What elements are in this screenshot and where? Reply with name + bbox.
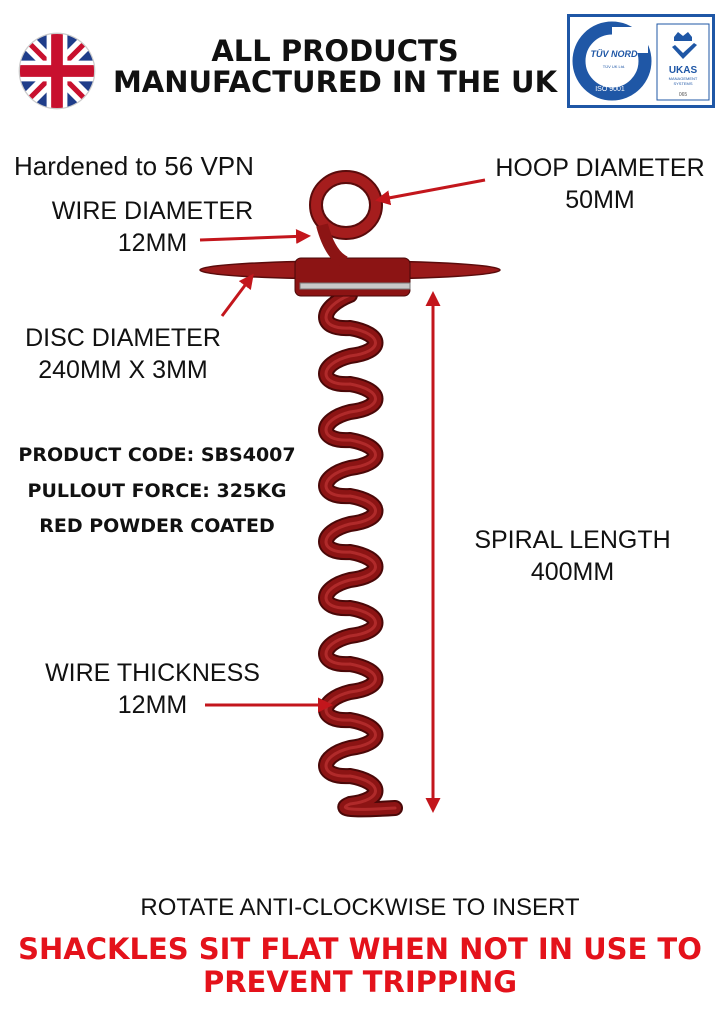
ukas-sub1: MANAGEMENT <box>669 76 698 81</box>
spiral-value: 400MM <box>530 558 615 586</box>
spiral-length-label: SPIRAL LENGTH 400MM <box>450 524 695 588</box>
wire-value: 12MM <box>117 229 188 257</box>
wire-thickness-label: WIRE THICKNESS 12MM <box>30 657 275 721</box>
pullout-force: PULLOUT FORCE: 325KG <box>27 480 287 502</box>
spiral-coil <box>324 293 397 811</box>
product-code: PRODUCT CODE: SBS4007 <box>18 444 296 466</box>
wire-diameter-label: WIRE DIAMETER 12MM <box>30 195 275 259</box>
hoop-value: 50MM <box>565 186 635 214</box>
disc-arrow <box>220 273 254 317</box>
hoop-label: HOOP DIAMETER <box>495 154 705 182</box>
warning-line-1: SHACKLES SIT FLAT WHEN NOT IN USE TO <box>18 932 702 966</box>
ukas-sub2: SYSTEMS <box>673 81 692 86</box>
page-title: ALL PRODUCTS MANUFACTURED IN THE UK <box>100 36 570 98</box>
disc-value: 240MM X 3MM <box>38 356 208 384</box>
instruction-text: ROTATE ANTI-CLOCKWISE TO INSERT <box>140 894 580 921</box>
wire-label: WIRE DIAMETER <box>51 197 254 225</box>
tuv-logo-text: TÜV NORD <box>591 49 639 59</box>
hardened-label: Hardened to 56 VPN <box>14 151 254 181</box>
certification-logo: TÜV NORD TÜV UK Ltd. ISO 9001 UKAS MANAG… <box>567 14 715 108</box>
title-line-1: ALL PRODUCTS <box>211 34 459 68</box>
coating: RED POWDER COATED <box>39 515 275 537</box>
iso-text: ISO 9001 <box>595 86 625 93</box>
spiral-stake <box>318 287 403 818</box>
wire-arrow <box>199 228 311 244</box>
ukas-number: 065 <box>679 92 688 98</box>
hoop-diameter-label: HOOP DIAMETER 50MM <box>480 152 720 216</box>
shackle-bracket <box>294 257 411 297</box>
title-line-2: MANUFACTURED IN THE UK <box>112 65 558 99</box>
disc-label: DISC DIAMETER <box>25 324 221 352</box>
uk-flag-icon <box>18 32 96 110</box>
warning-line-2: PREVENT TRIPPING <box>202 965 518 999</box>
spiral-label: SPIRAL LENGTH <box>474 526 671 554</box>
thickness-label: WIRE THICKNESS <box>45 659 260 687</box>
ukas-text: UKAS <box>669 65 698 76</box>
disc-diameter-label: DISC DIAMETER 240MM X 3MM <box>12 322 234 386</box>
hoop <box>309 170 383 268</box>
thickness-value: 12MM <box>117 691 188 719</box>
tuv-sub-text: TÜV UK Ltd. <box>603 64 625 69</box>
hoop-arrow <box>375 178 486 206</box>
